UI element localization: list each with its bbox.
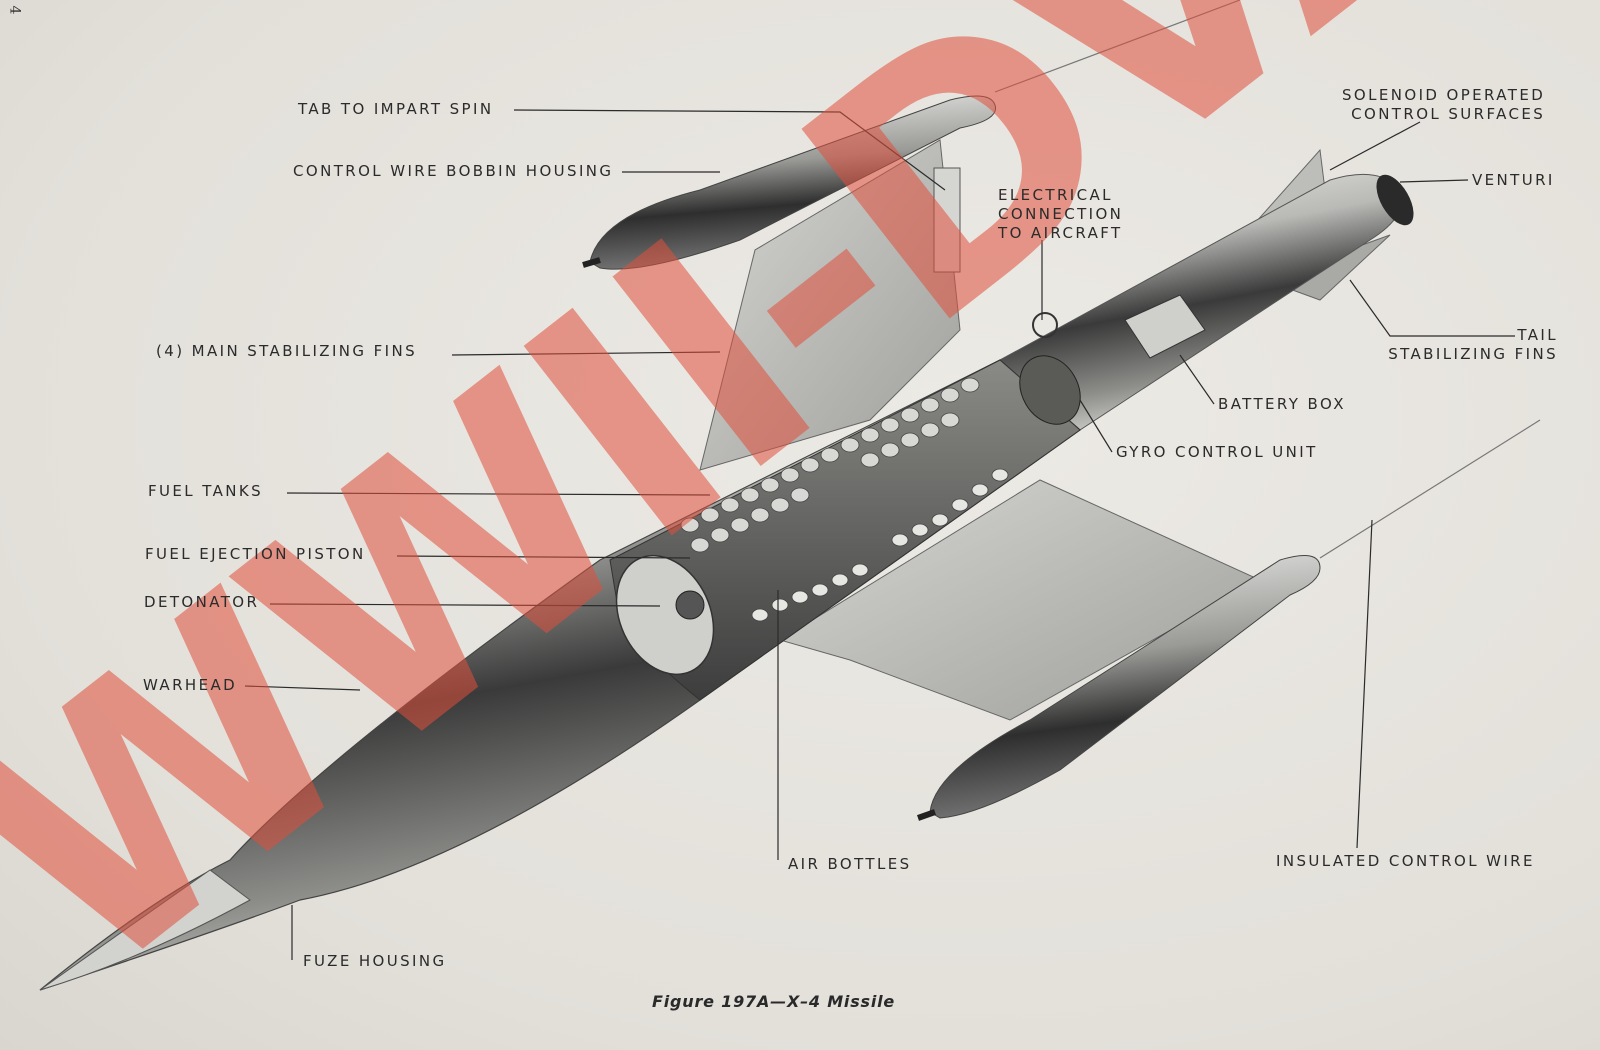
label-electrical-line-1: ELECTRICAL bbox=[998, 186, 1113, 204]
leader-detonator bbox=[269, 603, 661, 607]
label-tail-line-2: STABILIZING FINS bbox=[1388, 345, 1558, 363]
label-venturi: VENTURI bbox=[1472, 171, 1555, 189]
label-fuze-housing: FUZE HOUSING bbox=[303, 952, 447, 970]
leader-main-fins bbox=[451, 351, 721, 356]
label-air-bottles: AIR BOTTLES bbox=[788, 855, 912, 873]
label-detonator: DETONATOR bbox=[144, 593, 260, 611]
leader-tail-fins bbox=[1349, 279, 1515, 337]
control-wire-lower bbox=[1319, 419, 1541, 559]
air-bottle-array bbox=[751, 468, 1009, 622]
spin-tab bbox=[933, 167, 961, 273]
label-insulated-control-wire: INSULATED CONTROL WIRE bbox=[1276, 852, 1535, 870]
fuel-tank-array bbox=[680, 377, 980, 553]
label-main-stabilizing-fins: (4) MAIN STABILIZING FINS bbox=[156, 342, 418, 360]
label-tab-to-impart-spin: TAB TO IMPART SPIN bbox=[298, 100, 494, 118]
label-solenoid-line-2: CONTROL SURFACES bbox=[1351, 105, 1546, 123]
label-warhead: WARHEAD bbox=[143, 676, 238, 694]
label-fuel-ejection-piston: FUEL EJECTION PISTON bbox=[145, 545, 366, 563]
label-tail-stabilizing-fins: TAIL STABILIZING FINS bbox=[1388, 326, 1558, 364]
leader-warhead bbox=[244, 685, 361, 691]
label-control-wire-bobbin-housing: CONTROL WIRE BOBBIN HOUSING bbox=[293, 162, 614, 180]
label-electrical-line-3: TO AIRCRAFT bbox=[998, 224, 1123, 242]
label-electrical-connection: ELECTRICAL CONNECTION TO AIRCRAFT bbox=[998, 186, 1123, 243]
electrical-connector bbox=[1032, 312, 1058, 338]
leader-lines bbox=[244, 109, 1515, 960]
leader-venturi bbox=[1399, 179, 1469, 183]
battery-box-part bbox=[1124, 294, 1206, 359]
leader-battery bbox=[1179, 354, 1215, 405]
lower-main-fin bbox=[778, 479, 1262, 721]
lower-pod-tip bbox=[917, 809, 936, 821]
label-tail-line-1: TAIL bbox=[1517, 326, 1558, 344]
label-solenoid-operated: SOLENOID OPERATED CONTROL SURFACES bbox=[1342, 86, 1545, 124]
leader-insulated-wire bbox=[1356, 519, 1373, 849]
leader-solenoid bbox=[1329, 121, 1421, 171]
venturi-nozzle bbox=[1376, 174, 1414, 226]
upper-bobbin-pod bbox=[589, 95, 997, 270]
figure-caption: Figure 197A—X–4 Missile bbox=[652, 992, 896, 1011]
leader-fuel-piston bbox=[396, 555, 691, 559]
page-number: 4 bbox=[6, 5, 23, 15]
label-electrical-line-2: CONNECTION bbox=[998, 205, 1124, 223]
label-fuel-tanks: FUEL TANKS bbox=[148, 482, 264, 500]
leader-gyro bbox=[1079, 399, 1113, 453]
label-solenoid-line-1: SOLENOID OPERATED bbox=[1342, 86, 1546, 104]
leader-fuel-tanks bbox=[286, 492, 711, 496]
gyro-unit bbox=[1019, 355, 1081, 425]
control-wire-upper bbox=[994, 0, 1241, 93]
detonator-part bbox=[675, 590, 705, 620]
label-gyro-control-unit: GYRO CONTROL UNIT bbox=[1116, 443, 1318, 461]
label-battery-box: BATTERY BOX bbox=[1218, 395, 1346, 413]
leader-tab-spin bbox=[513, 109, 946, 191]
lower-bobbin-pod bbox=[929, 555, 1321, 819]
fuel-ejection-piston-disc bbox=[615, 554, 715, 676]
fuze-housing-shape bbox=[39, 869, 251, 991]
upper-pod-tip bbox=[582, 257, 601, 268]
